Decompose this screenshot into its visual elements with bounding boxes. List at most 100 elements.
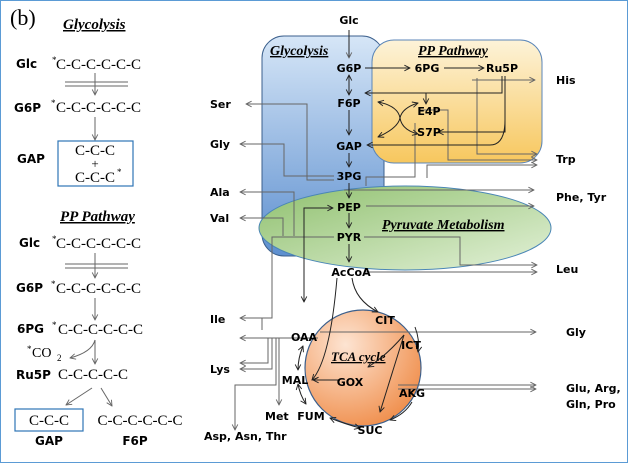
left-glycolysis-title: Glycolysis bbox=[63, 17, 126, 33]
akg-to-suc-arrow bbox=[390, 401, 413, 420]
accoa-to-mal-arrow bbox=[312, 277, 338, 380]
metabolite-label: G6P bbox=[16, 281, 43, 295]
amino-acid-labels: Ser Gly Ala Val His Trp Phe, Tyr Leu Ile… bbox=[204, 74, 621, 443]
metabolite-labels: Glc G6P F6P GAP 3PG PEP PYR AcCoA 6PG Ru… bbox=[282, 14, 518, 437]
suc-fum-arrow bbox=[330, 418, 360, 428]
carbon-chain: C-C-C bbox=[75, 143, 115, 159]
pep-carboxylation-arrow bbox=[303, 208, 333, 300]
metabolite-label: Glc bbox=[16, 57, 37, 71]
amino-acid-leu: Leu bbox=[556, 263, 578, 276]
plus-sign: + bbox=[91, 156, 98, 171]
co2-label: * CO 2 bbox=[27, 344, 62, 363]
pathway-arrows bbox=[298, 30, 506, 428]
carbon-chain: C-C-C bbox=[75, 170, 115, 186]
arrow bbox=[365, 76, 503, 93]
ser-line bbox=[246, 104, 334, 181]
carbon-chain: C-C-C-C-C-C bbox=[56, 100, 141, 116]
metabolite-oaa: OAA bbox=[291, 331, 318, 344]
transketolase-arrow bbox=[378, 102, 418, 134]
metabolite-e4p: E4P bbox=[417, 105, 440, 118]
carbon-chain: C-C-C-C-C-C bbox=[56, 236, 141, 252]
gap-box bbox=[57, 140, 134, 187]
metabolite-s7p: S7P bbox=[417, 126, 441, 139]
accoa-to-cit-arrow bbox=[351, 277, 378, 312]
lys-line-2 bbox=[240, 338, 273, 369]
metabolite-label: 6PG bbox=[17, 322, 44, 336]
metabolite-pyr: PYR bbox=[337, 231, 362, 244]
left-pp-row: 6PG * C-C-C-C-C-C bbox=[17, 320, 143, 338]
arrow bbox=[66, 387, 93, 405]
biosynthesis-lines bbox=[235, 78, 537, 430]
carbon-chain: C-C-C-C-C-C bbox=[56, 57, 141, 73]
trp-line-1 bbox=[476, 78, 537, 154]
carbon-chain: C-C-C-C-C bbox=[58, 367, 128, 383]
metabolite-f6p: F6P bbox=[337, 97, 360, 110]
amino-acid-his: His bbox=[556, 74, 576, 87]
left-pp-row: Glc * C-C-C-C-C-C bbox=[19, 234, 141, 252]
pp-pathway-title: PP Pathway bbox=[418, 44, 489, 59]
amino-acid-trp: Trp bbox=[556, 153, 576, 166]
amino-acid-ile: Ile bbox=[210, 313, 225, 326]
left-glycolysis-row: G6P * C-C-C-C-C-C bbox=[14, 98, 141, 116]
metabolite-label: GAP bbox=[17, 152, 45, 166]
leu-line-1 bbox=[364, 236, 537, 265]
label-mark: * bbox=[51, 98, 56, 108]
amino-acid-ala: Ala bbox=[210, 186, 230, 199]
metabolite-3pg: 3PG bbox=[337, 170, 362, 183]
asp-line bbox=[235, 338, 277, 430]
amino-acid-asp-asn-thr: Asp, Asn, Thr bbox=[204, 430, 287, 443]
left-pp-row: Ru5P C-C-C-C-C bbox=[16, 367, 128, 383]
trp-line-2 bbox=[419, 109, 537, 160]
ala-line bbox=[240, 192, 295, 236]
ict-to-gox-arrow bbox=[368, 334, 405, 367]
glycolysis-title: Glycolysis bbox=[270, 44, 329, 59]
metabolite-pep: PEP bbox=[337, 201, 361, 214]
amino-acid-lys: Lys bbox=[210, 363, 230, 376]
fum-mal-arrow bbox=[298, 384, 306, 404]
trp-line-3 bbox=[426, 165, 537, 170]
amino-acid-glu-arg: Glu, Arg, bbox=[566, 382, 621, 395]
panel-label: (b) bbox=[10, 5, 36, 30]
val-line bbox=[240, 218, 284, 236]
amino-acid-gly-2: Gly bbox=[566, 326, 586, 339]
metabolite-label: Ru5P bbox=[16, 368, 51, 382]
label-mark: * bbox=[117, 167, 122, 177]
co2-subscript: 2 bbox=[57, 353, 62, 363]
pyruvate-title: Pyruvate Metabolism bbox=[382, 218, 505, 233]
metabolite-mal: MAL bbox=[282, 374, 308, 387]
e4p-to-phe bbox=[365, 123, 416, 186]
metabolite-suc: SUC bbox=[358, 424, 383, 437]
tca-title: TCA cycle bbox=[331, 349, 386, 364]
metabolite-ru5p: Ru5P bbox=[486, 62, 518, 75]
amino-acid-phe-tyr: Phe, Tyr bbox=[556, 191, 607, 204]
tca-region bbox=[304, 309, 422, 427]
arrow bbox=[438, 76, 506, 132]
metabolite-label: GAP bbox=[35, 434, 63, 448]
mal-oaa-arrow bbox=[298, 346, 303, 370]
metabolite-fum: FUM bbox=[297, 410, 324, 423]
metabolite-6pg: 6PG bbox=[415, 62, 440, 75]
amino-acid-val: Val bbox=[210, 212, 229, 225]
carbon-chain: C-C-C-C-C-C bbox=[56, 281, 141, 297]
metabolite-g6p: G6P bbox=[337, 62, 362, 75]
label-mark: * bbox=[52, 55, 57, 65]
ict-to-akg-arrow bbox=[414, 326, 419, 352]
amino-acid-gln-pro: Gln, Pro bbox=[566, 398, 616, 411]
metabolite-label: F6P bbox=[122, 434, 148, 448]
gly-line bbox=[240, 144, 334, 177]
metabolite-gap: GAP bbox=[336, 140, 362, 153]
metabolite-ict: ICT bbox=[401, 339, 421, 352]
label-mark: * bbox=[52, 234, 57, 244]
ict-to-suc-arrow bbox=[380, 334, 405, 412]
carbon-chain: C-C-C bbox=[29, 413, 69, 429]
amino-acid-met: Met bbox=[265, 410, 289, 423]
left-pp-title: PP Pathway bbox=[60, 209, 135, 225]
metabolite-cit: CIT bbox=[375, 314, 395, 327]
label-mark: * bbox=[27, 344, 32, 354]
carbon-chain: C-C-C-C-C-C bbox=[97, 413, 182, 429]
gap-box bbox=[14, 408, 84, 432]
amino-acid-gly: Gly bbox=[210, 138, 230, 151]
left-glycolysis-row: Glc * C-C-C-C-C-C bbox=[16, 55, 141, 73]
arrow bbox=[100, 387, 112, 406]
